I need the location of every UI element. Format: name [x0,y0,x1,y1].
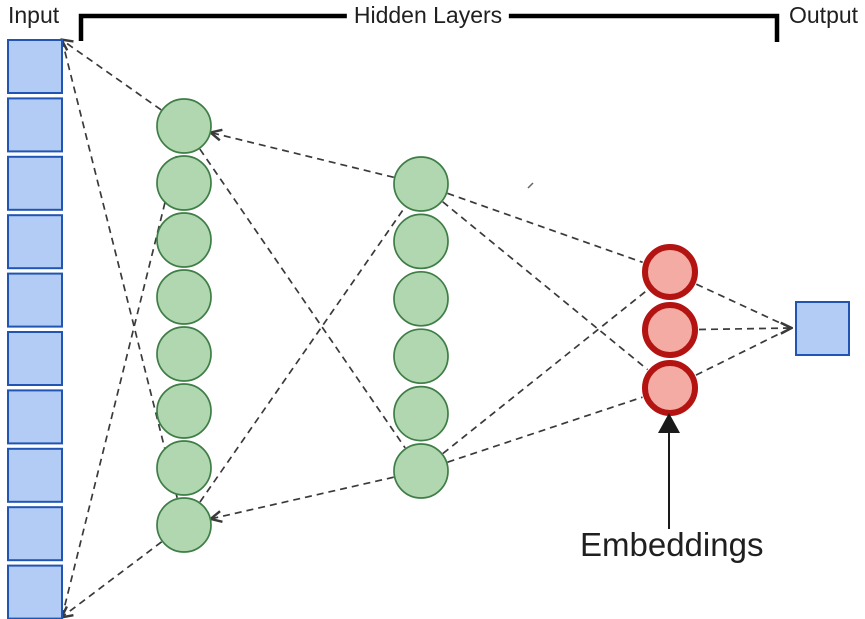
hidden2-node [393,156,449,212]
embeddings-arrow-head-icon [658,413,680,433]
input-node [7,39,63,94]
connection-line [62,40,162,111]
output-label: Output [789,2,859,28]
input-node [7,155,63,211]
input-node [7,272,63,328]
hidden2-node [393,328,449,385]
connection-line [447,396,643,463]
hidden2-node [393,385,449,442]
input-node [7,447,63,503]
connection-line [199,148,406,449]
connection-line [62,541,163,617]
connection-line [695,283,792,329]
hidden2-node [393,213,449,270]
input-node [7,564,63,619]
output-node [795,301,850,356]
hidden1-node [156,98,212,154]
connection-line [199,206,406,503]
input-node [7,331,63,386]
hidden1-node [156,269,212,325]
connection-line [698,328,791,330]
input-node [7,97,63,153]
embedding-node [642,360,698,416]
input-label: Input [8,2,60,28]
hidden-layers-label: Hidden Layers [346,2,510,29]
embeddings-label: Embeddings [580,526,764,563]
embedding-node [642,244,698,300]
connection-line [695,327,792,376]
stray-mark [527,182,534,189]
connection-line [211,476,394,519]
connection-line [61,152,179,618]
hidden1-node [156,155,212,211]
input-node [7,506,63,562]
hidden1-node [156,383,212,439]
input-node [7,214,63,270]
hidden1-node [156,212,212,268]
connection-line [442,289,648,455]
hidden2-node [393,443,449,499]
connection-line [61,39,178,499]
hidden1-node [156,497,212,553]
connection-line [447,192,643,264]
hidden1-node [156,326,212,382]
input-node [7,389,63,445]
hidden2-node [393,270,449,327]
connection-line [211,133,395,179]
hidden1-node [156,440,212,496]
connection-line [442,201,649,371]
embedding-node [642,302,698,358]
